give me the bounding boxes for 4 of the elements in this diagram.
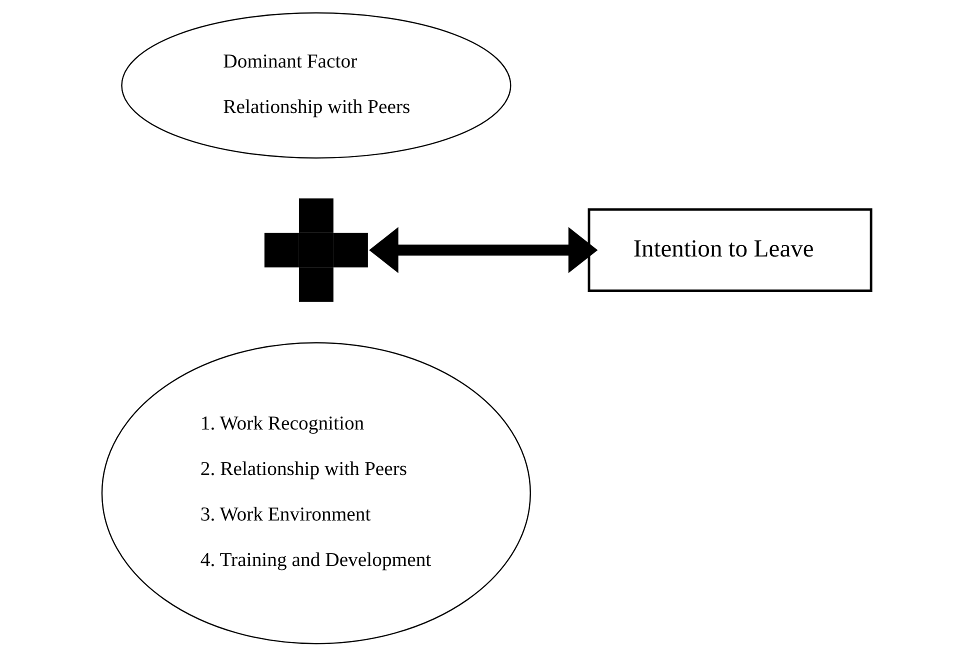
- arrow: [368, 227, 598, 274]
- node-ellipse: Dominant Factor Relationship with Peers: [120, 12, 511, 159]
- node-box: Intention to Leave: [587, 208, 872, 292]
- node-ellipse: 1. Work Recognition 2. Relationship with Peers 3. Work Environment 4. Training and Development: [100, 342, 530, 644]
